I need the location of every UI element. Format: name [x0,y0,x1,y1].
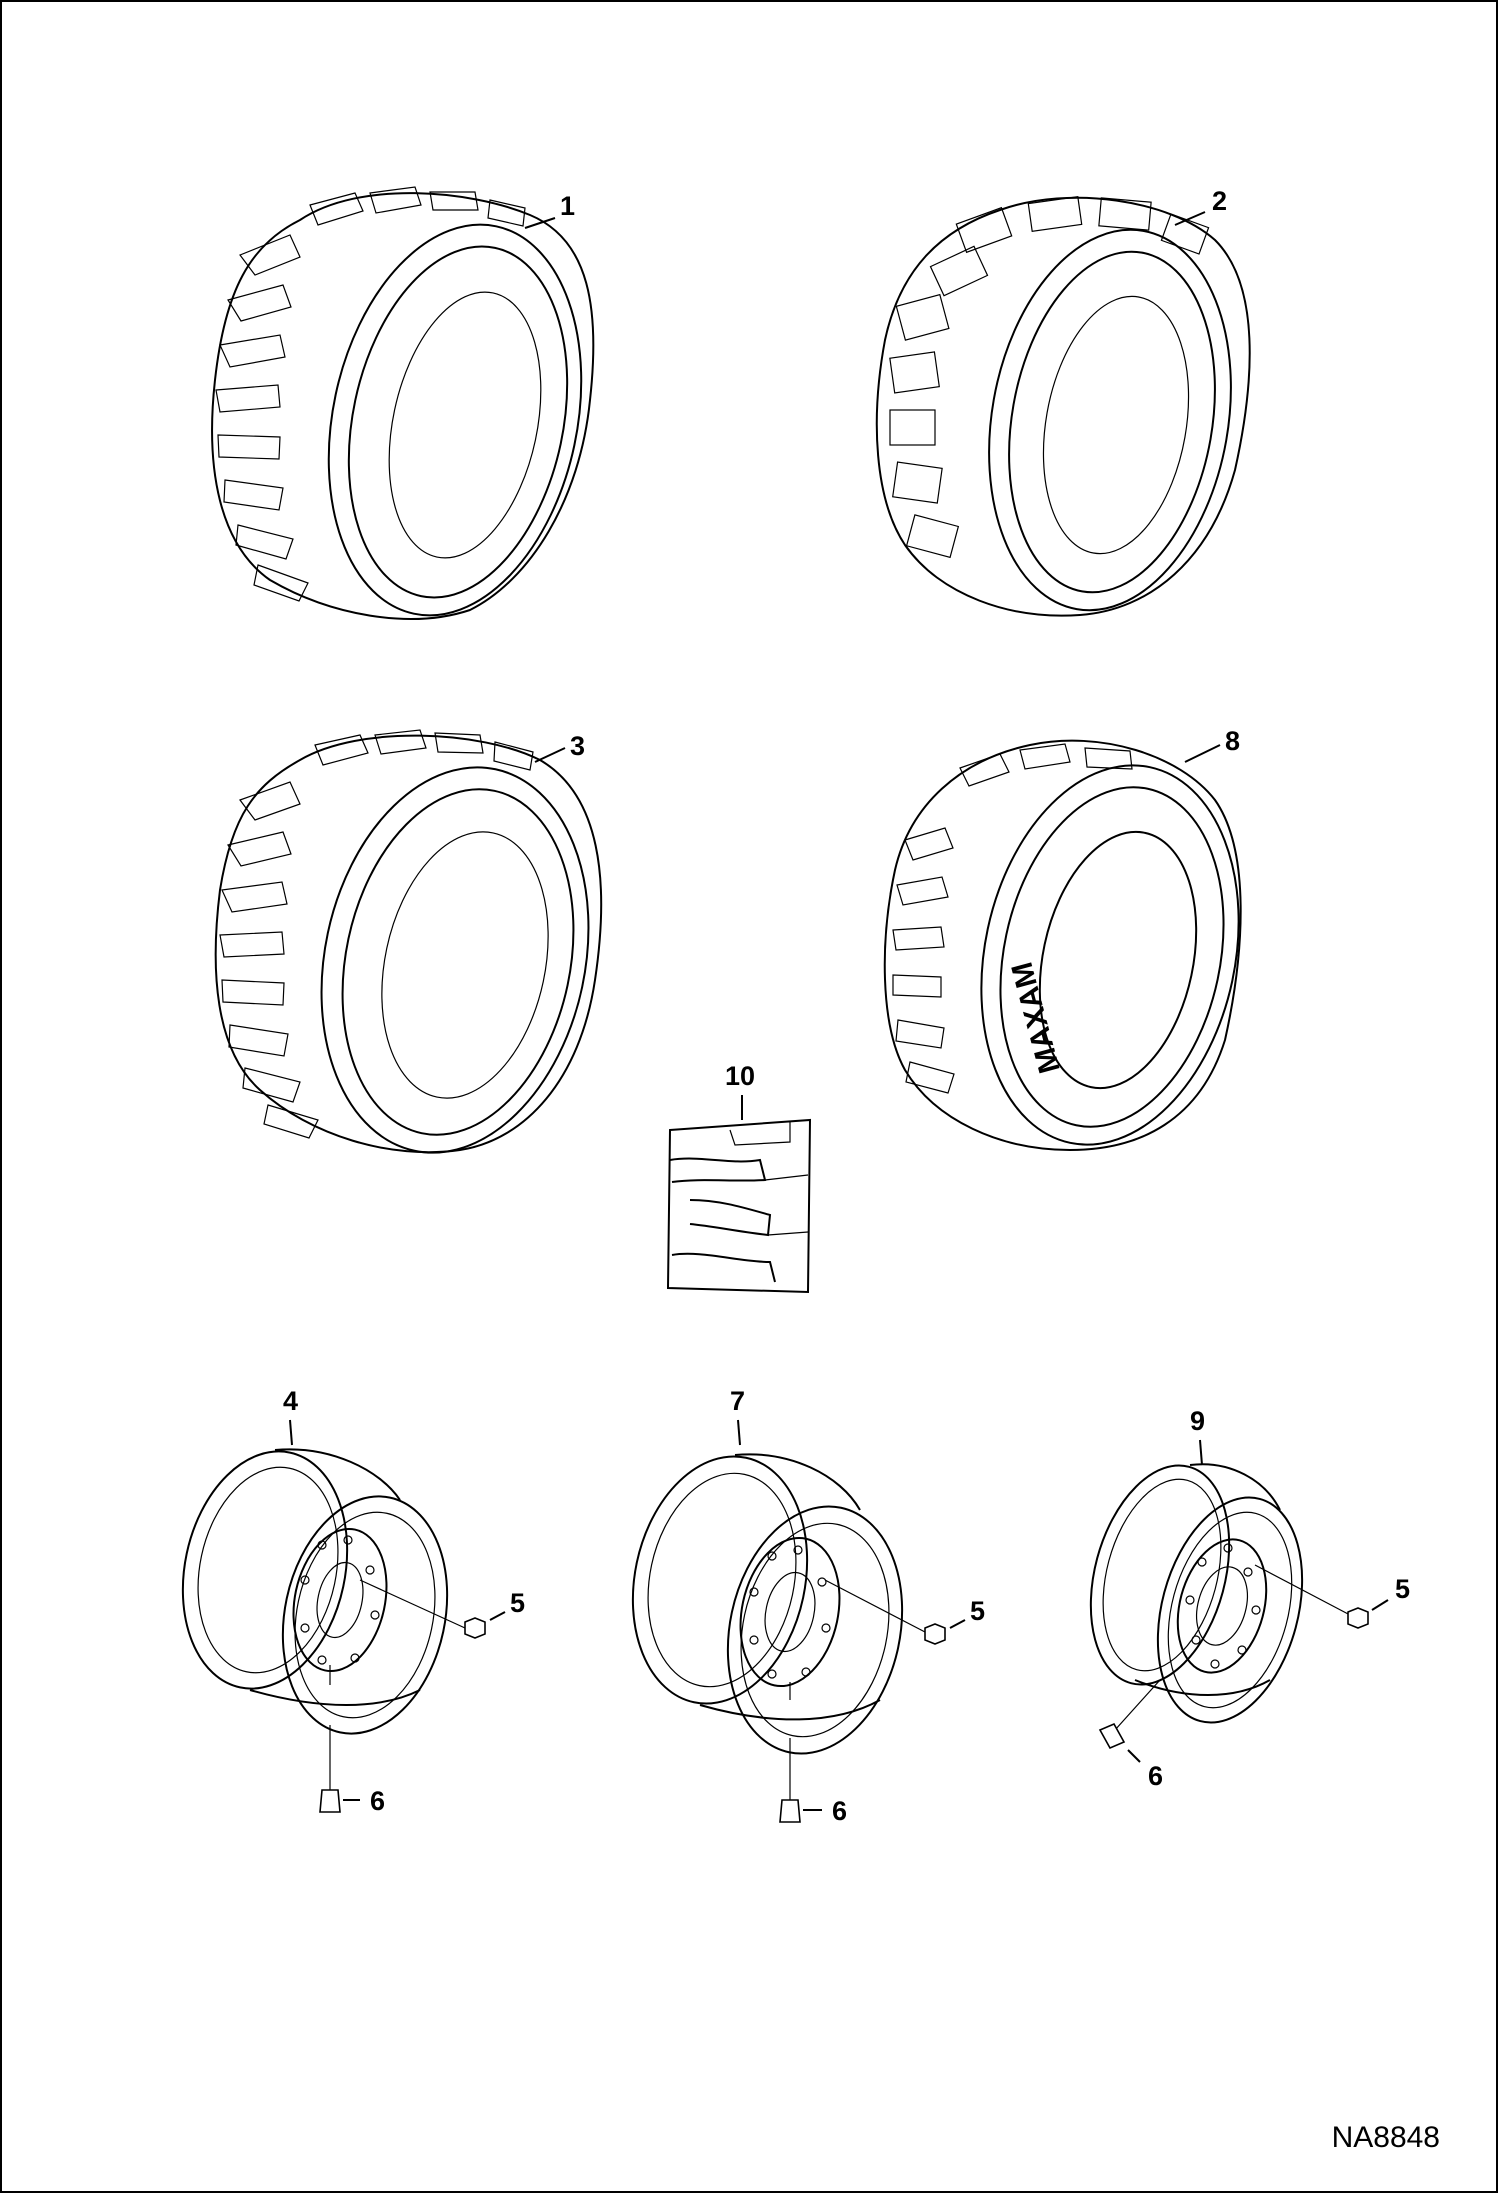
tread-lugs-3 [219,729,534,1139]
callout-6b: 6 [832,1796,847,1826]
lug-nut-icon [464,1617,486,1639]
callout-5b: 5 [970,1596,985,1626]
tread-pattern-10: 10 [666,1061,812,1294]
drawing-reference-number: NA8848 [1331,2121,1440,2154]
lug-nut-icon [1347,1607,1369,1629]
lug-nut-icon [924,1623,946,1645]
tire-2: 2 [875,186,1251,617]
callout-8: 8 [1225,726,1240,756]
callout-3: 3 [570,731,585,761]
bolt-holes-4 [300,1535,380,1665]
wheel-9: 9 5 6 [1089,1406,1410,1791]
bolt-holes-9 [1185,1543,1261,1669]
callout-6a: 6 [370,1786,385,1816]
callout-5c: 5 [1395,1574,1410,1604]
callout-10: 10 [725,1061,755,1091]
tread-lugs-1 [215,186,526,602]
bolt-holes-7 [749,1545,831,1679]
callout-4: 4 [283,1386,298,1416]
valve-stem-icon [779,1799,801,1823]
tread-blocks-2 [889,195,1210,559]
tread-lugs-8 [892,743,1133,1094]
callout-6c: 6 [1148,1761,1163,1791]
sidewall-brand-text: MAXAM [1006,959,1067,1077]
callout-7: 7 [730,1386,745,1416]
callout-2: 2 [1212,186,1227,216]
tire-1: 1 [211,186,595,620]
wheel-4: 4 5 6 [181,1386,525,1816]
valve-stem-icon [1098,1722,1126,1750]
tire-8: MAXAM 8 [883,726,1242,1152]
tire-3: 3 [214,729,603,1154]
callout-1: 1 [560,191,575,221]
callout-9: 9 [1190,1406,1205,1436]
callout-5a: 5 [510,1588,525,1618]
wheel-7: 7 5 6 [631,1386,985,1826]
valve-stem-icon [319,1789,341,1813]
